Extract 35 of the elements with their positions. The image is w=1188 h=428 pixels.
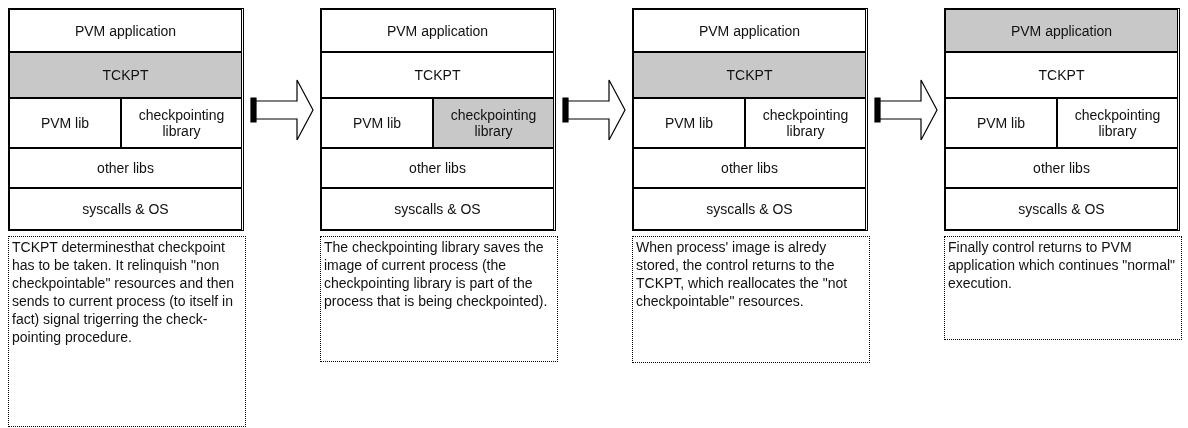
layer-label: PVM application	[945, 9, 1178, 52]
layer-label: PVM lib	[945, 98, 1057, 148]
layer-stack	[8, 8, 244, 231]
layer-stack	[632, 8, 868, 231]
layer-label: other libs	[321, 148, 554, 188]
layer-label: checkpointing library	[745, 98, 866, 148]
layer-label: syscalls & OS	[321, 188, 554, 230]
layer-label: checkpointing library	[433, 98, 554, 148]
layer-label: TCKPT	[321, 52, 554, 98]
layer-label: PVM application	[321, 9, 554, 52]
layer-label: PVM lib	[321, 98, 433, 148]
layer-label: PVM application	[9, 9, 242, 52]
layer-label: other libs	[633, 148, 866, 188]
block-arrow	[250, 79, 314, 141]
layer-label: TCKPT	[633, 52, 866, 98]
description-note: When process' image is alredy stored, the control returns to the TCKPT, which reallocates the "not checkpointable" resources.	[632, 236, 870, 363]
layer-label: checkpointing library	[1057, 98, 1178, 148]
layer-label: TCKPT	[945, 52, 1178, 98]
layer-label: other libs	[9, 148, 242, 188]
block-arrow	[874, 79, 938, 141]
layer-stack	[320, 8, 556, 231]
layer-label: syscalls & OS	[633, 188, 866, 230]
description-note: Finally control returns to PVM application which continues "normal" execution.	[944, 236, 1182, 340]
layer-label: PVM lib	[633, 98, 745, 148]
layer-label: syscalls & OS	[945, 188, 1178, 230]
description-note: The checkpointing library saves the image of current process (the checkpointing library is part of the process that is being checkpointed).	[320, 236, 558, 362]
layer-label: syscalls & OS	[9, 188, 242, 230]
layer-label: TCKPT	[9, 52, 242, 98]
layer-label: checkpointing library	[121, 98, 242, 148]
layer-label: PVM lib	[9, 98, 121, 148]
layer-label: PVM application	[633, 9, 866, 52]
layer-stack	[944, 8, 1180, 231]
description-note: TCKPT determinesthat checkpoint has to be taken. It relinquish "non checkpointable" resources and then sends to current process (to itself in fact) signal trigerring the check-pointing procedure.	[8, 236, 246, 427]
layer-label: other libs	[945, 148, 1178, 188]
block-arrow	[562, 79, 626, 141]
